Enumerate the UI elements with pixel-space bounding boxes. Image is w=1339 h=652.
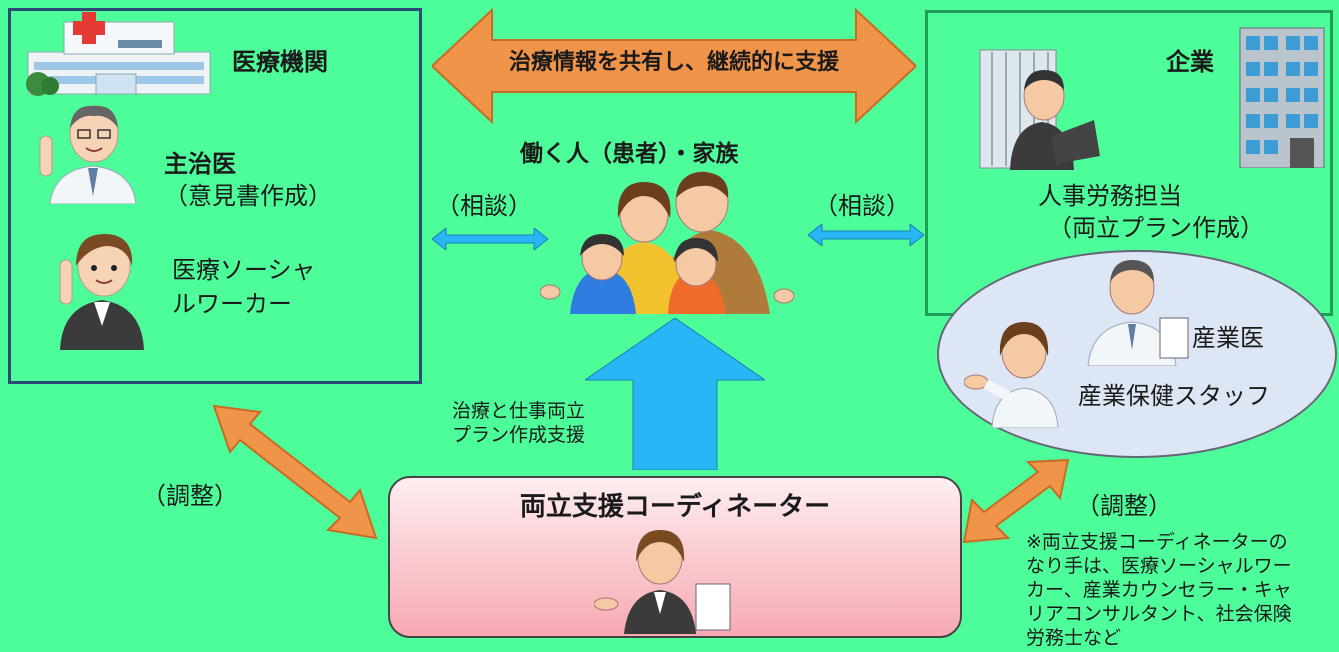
consult-arrow-left	[432, 228, 548, 250]
occupational-staff-label: 産業保健スタッフ	[1078, 382, 1270, 410]
coordinator-icon	[594, 530, 731, 634]
note-line3: カー、産業カウンセラー・キャ	[1026, 579, 1292, 601]
adjust-arrow-right	[962, 458, 1070, 544]
social-worker-line2: ルワーカー	[172, 290, 292, 318]
doctor-icon	[39, 105, 137, 204]
hospital-icon	[26, 12, 211, 96]
adjust-right-label: （調整）	[1076, 492, 1172, 520]
note-line2: なり手は、医療ソーシャルワー	[1026, 555, 1292, 577]
family-icon	[540, 171, 795, 314]
hr-line2: （両立プラン作成）	[1048, 214, 1264, 242]
adjust-left-label: （調整）	[142, 482, 238, 510]
hr-line1: 人事労務担当	[1038, 182, 1182, 210]
note-line1: ※両立支援コーディネーターの	[1026, 531, 1288, 553]
support-label-line1: 治療と仕事両立	[452, 400, 586, 422]
support-arrow-up	[585, 318, 765, 470]
worker-family-title: 働く人（患者）・家族	[520, 141, 739, 167]
attending-doctor-sub: （意見書作成）	[164, 182, 332, 210]
note-line5: 労務士など	[1026, 627, 1122, 649]
company-title: 企業	[1166, 48, 1214, 76]
office-building-icon	[1239, 27, 1325, 168]
consult-arrow-right	[808, 224, 924, 246]
medical-institution-box	[8, 8, 422, 384]
occupational-doctor-label: 産業医	[1192, 324, 1264, 352]
occupational-doctor-icon	[1087, 260, 1189, 366]
businessman-laptop-icon	[979, 49, 1100, 170]
consult-left-label: （相談）	[436, 192, 532, 220]
consult-right-label: （相談）	[814, 192, 910, 220]
medical-institution-title: 医療機関	[232, 48, 328, 76]
adjust-arrow-left	[212, 404, 378, 540]
share-info-label: 治療情報を共有し、継続的に支援	[508, 50, 839, 75]
attending-doctor-label: 主治医	[164, 150, 236, 178]
support-label-line2: プラン作成支援	[452, 424, 586, 446]
coordinator-title: 両立支援コーディネーター	[519, 492, 831, 522]
social-worker-icon	[59, 234, 144, 350]
coordinator-note: ※両立支援コーディネーターの なり手は、医療ソーシャルワー カー、産業カウンセラ…	[1026, 530, 1292, 650]
note-line4: リアコンサルタント、社会保険	[1026, 603, 1292, 625]
social-worker-line1: 医療ソーシャ	[172, 256, 316, 284]
share-info-arrow	[432, 8, 916, 124]
nurse-icon	[964, 322, 1059, 428]
